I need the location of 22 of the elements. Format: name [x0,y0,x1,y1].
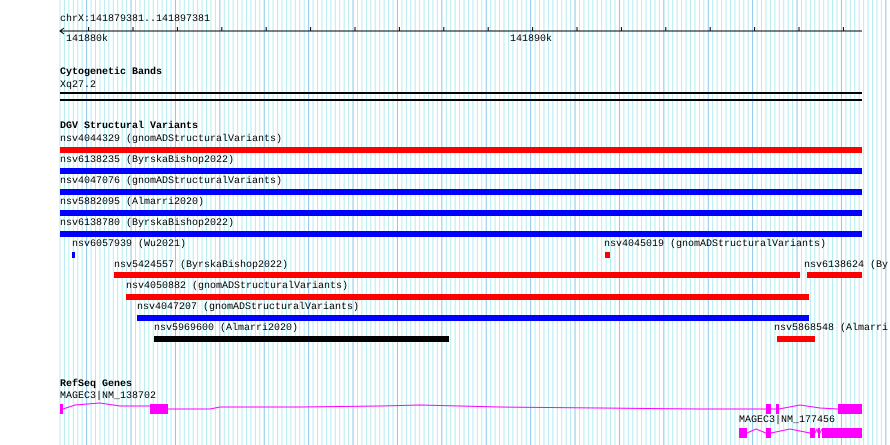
feature-label: nsv6057939 (Wu2021) [72,239,186,251]
feature-label: nsv6138780 (ByrskaBishop2022) [60,218,234,230]
track-label: 141880k [66,34,108,46]
feature-label: nsv6138624 (By [804,260,888,272]
track-label: 141890k [510,34,552,46]
feature-label: nsv5424557 (ByrskaBishop2022) [114,260,288,272]
feature-label: nsv5882095 (Almarri2020) [60,197,204,209]
feature-label: nsv4047207 (gnomADStructuralVariants) [137,302,360,314]
track-heading: RefSeq Genes [60,379,132,390]
track-heading: Cytogenetic Bands [60,67,162,79]
feature-label: nsv6138235 (ByrskaBishop2022) [60,155,234,167]
feature-label: nsv5969600 (Almarri2020) [154,323,298,335]
track-label: Xq27.2 [60,80,96,92]
gene-label: MAGEC3|NM_177456 [739,415,836,427]
track-label: chrX:141879381..141897381 [60,14,210,26]
feature-label: nsv5868548 (Almarri [774,323,888,335]
feature-label: nsv4044329 (gnomADStructuralVariants) [60,134,282,146]
track-heading: DGV Structural Variants [60,121,198,133]
gene-label: MAGEC3|NM_138702 [60,391,156,403]
feature-label: nsv4050882 (gnomADStructuralVariants) [126,281,348,293]
feature-label: nsv4047076 (gnomADStructuralVariants) [60,176,282,188]
feature-label: nsv4045019 (gnomADStructuralVariants) [604,239,826,251]
